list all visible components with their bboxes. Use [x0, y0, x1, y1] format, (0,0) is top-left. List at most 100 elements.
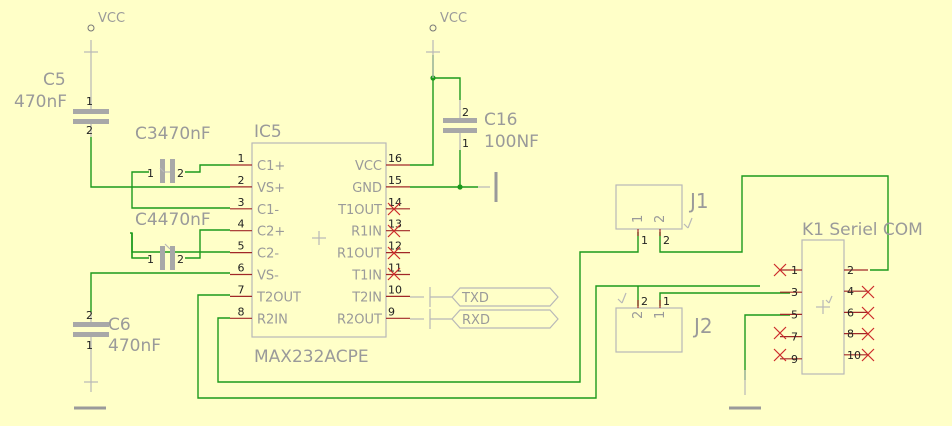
j1-pin2-number: 2: [663, 234, 670, 247]
k1-pin-number: 6: [847, 306, 854, 319]
ic5-pin-name: VCC: [355, 159, 382, 174]
no-connect-pin14: [387, 202, 401, 216]
ic5-pin-number: 9: [388, 305, 395, 318]
ic5-pin-name: T1OUT: [337, 203, 382, 218]
ic5-pin-name: GND: [352, 181, 382, 196]
net-label-rxd: [410, 309, 559, 329]
no-connect-k1-pin8: [861, 327, 875, 341]
k1-pin-number: 5: [791, 308, 798, 321]
ic5-pin-number: 6: [238, 262, 245, 275]
ground-symbol-c16: [478, 172, 498, 202]
j2-pin2-number: 2: [641, 295, 648, 308]
wire-c3-pin2-to-c1-plus: [185, 164, 230, 173]
wire-t2out-to-j1: [197, 285, 760, 399]
wire-c5-to-vs-plus: [90, 137, 230, 188]
ic5-pin-name: T1IN: [351, 269, 382, 284]
ground-symbol-c6: [74, 352, 106, 410]
wire-c6-to-vs-minus: [90, 272, 230, 312]
net-label-txd: [410, 287, 559, 307]
ic5-origin-mark: [312, 231, 326, 245]
j1-name: J1: [688, 189, 709, 213]
capacitor-c5: [73, 100, 109, 137]
ic5-pin-number: 14: [388, 196, 402, 209]
ic5-value: MAX232ACPE: [254, 347, 369, 367]
ground-symbol-k1: [729, 370, 761, 410]
ic5-pin-name: T2OUT: [256, 290, 301, 305]
wire-r2in-to-j1: [217, 232, 639, 383]
ic5-pin-number: 15: [388, 174, 402, 187]
ic5-no-connect-marks: [387, 202, 401, 281]
c4-pin2-number: 2: [177, 253, 184, 266]
no-connect-k1-pin10: [861, 348, 875, 362]
k1-name: K1 Seriel COM: [802, 220, 923, 240]
ic5-pin-number: 2: [238, 174, 245, 187]
j1-inner-2: 2: [653, 215, 668, 223]
wire-c2-minus: [131, 233, 230, 253]
ic5-pin-number: 1: [238, 152, 245, 165]
c5-pin1-number: 1: [86, 95, 93, 108]
k1-pin-number: 3: [791, 286, 798, 299]
ic5-right-pins: 16VCC15GND14T1OUT13R1IN12R1OUT11T1IN10T2…: [337, 152, 410, 327]
c5-name: C5: [43, 70, 66, 90]
net-label-txd-text: TXD: [461, 291, 489, 306]
net-label-rxd-text: RXD: [462, 313, 490, 328]
no-connect-k1-pin4: [861, 285, 875, 299]
k1-pin-number: 7: [791, 331, 798, 344]
wire-vcc-to-c16: [433, 77, 461, 100]
no-connect-k1-pin9: [773, 348, 787, 362]
no-connect-k1-pin1: [773, 263, 787, 277]
ic5-pin-name: C2-: [257, 247, 279, 262]
k1-pin-number: 2: [847, 264, 854, 277]
capacitor-c16: [443, 100, 477, 150]
capacitor-c3: [159, 159, 175, 183]
no-connect-pin13: [387, 224, 401, 238]
ic5-pin-number: 5: [238, 240, 245, 253]
j2-inner-1: 1: [653, 311, 668, 319]
j2-pin1-number: 1: [663, 295, 670, 308]
c4-label: C4470nF: [135, 210, 211, 230]
vcc-label-right: VCC: [440, 11, 467, 26]
k1-pin-number: 9: [791, 353, 798, 366]
c16-pin2-number: 2: [462, 106, 469, 119]
k1-pin-number: 1: [791, 264, 798, 277]
ic5-pin-name: C2+: [257, 225, 285, 240]
wire-k1-pin5-to-gnd: [744, 314, 790, 380]
ic5-pin-name: VS+: [257, 181, 285, 196]
vcc-label-left: VCC: [98, 11, 125, 26]
c16-pin1-number: 1: [462, 137, 469, 150]
ic5-pin-number: 13: [388, 218, 402, 231]
c3-pin2-number: 2: [177, 167, 184, 180]
vcc-symbol-right: [426, 24, 440, 78]
no-connect-pin12: [387, 246, 401, 260]
wire-j2-pin1-to-k1: [659, 292, 790, 306]
ic5-pin-name: T2IN: [351, 290, 382, 305]
wire-c4-pin2-to-c2-plus: [185, 229, 230, 259]
ic5-pin-name: C1-: [257, 203, 279, 218]
c3-label: C3470nF: [135, 124, 211, 144]
ic5-body: [251, 142, 387, 338]
ic5-name: IC5: [254, 122, 282, 142]
wires: [90, 55, 889, 399]
ic5-pin-number: 16: [388, 152, 402, 165]
ic5-pin-name: R2IN: [257, 312, 288, 327]
connector-j2: [615, 292, 683, 353]
c16-value: 100NF: [484, 132, 539, 152]
c6-name: C6: [108, 315, 131, 335]
no-connect-pin11: [387, 267, 401, 281]
ic5-pin-number: 3: [238, 196, 245, 209]
ic5-pin-number: 7: [238, 283, 245, 296]
k1-pin-number: 10: [847, 349, 861, 362]
connector-j1: [615, 184, 693, 236]
c6-pin1-number: 1: [86, 339, 93, 352]
ic5-pin-number: 12: [388, 240, 402, 253]
wire-j1-pin2-to-k1: [659, 175, 889, 271]
ic5-pin-number: 4: [238, 218, 245, 231]
j2-inner-2: 2: [631, 311, 646, 319]
k1-body: [801, 239, 845, 375]
c6-pin2-number: 2: [86, 309, 93, 322]
c6-value: 470nF: [108, 336, 161, 356]
c5-pin2-number: 2: [86, 124, 93, 137]
